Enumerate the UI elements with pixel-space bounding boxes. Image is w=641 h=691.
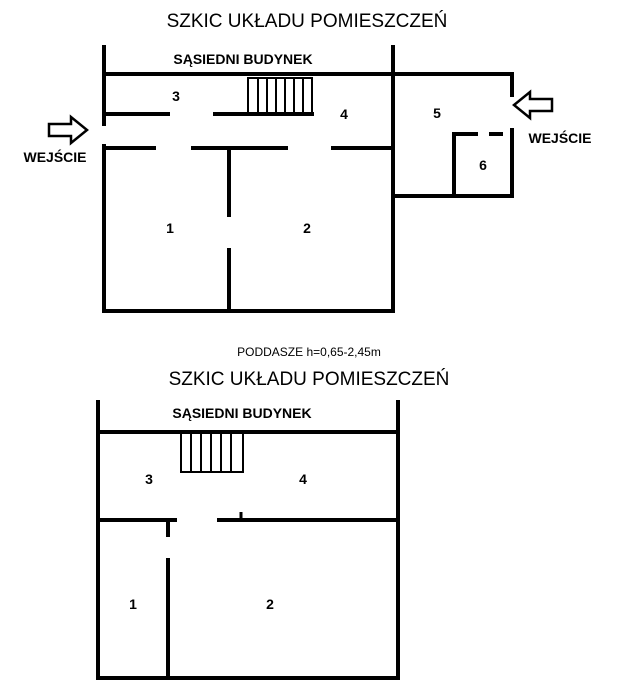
plan-2-room-number: 2: [266, 596, 274, 612]
attic-plan: PODDASZE h=0,65-2,45m SZKIC UKŁADU POMIE…: [96, 345, 450, 680]
plan-1-room-number: 6: [479, 157, 487, 173]
plan-2-subtitle: PODDASZE h=0,65-2,45m: [237, 345, 381, 359]
plan-2-room-number: 1: [129, 596, 137, 612]
plan-2-room-number: 3: [145, 471, 153, 487]
plan-1-room-number: 1: [166, 220, 174, 236]
plan-1-title: SZKIC UKŁADU POMIESZCZEŃ: [167, 11, 448, 32]
plan-1-room-number: 3: [172, 88, 180, 104]
plan-1-staircase: [247, 77, 313, 115]
plan-2-title: SZKIC UKŁADU POMIESZCZEŃ: [169, 369, 450, 390]
plan-2-room-number: 4: [299, 471, 307, 487]
entrance-arrow-right-icon: [512, 89, 554, 121]
plan-1-room-number: 4: [340, 106, 348, 122]
plan-1-entrance-right-label: WEJŚCIE: [528, 129, 591, 146]
plan-2-staircase: [180, 431, 244, 473]
entrance-arrow-left-icon: [47, 114, 89, 146]
plan-1-entrance-left-label: WEJŚCIE: [23, 148, 86, 165]
plan-2-neighbor-label: SĄSIEDNI BUDYNEK: [172, 405, 311, 421]
plan-1-room-number: 2: [303, 220, 311, 236]
plan-1-neighbor-label: SĄSIEDNI BUDYNEK: [173, 51, 312, 67]
ground-floor-plan: SZKIC UKŁADU POMIESZCZEŃ SĄSIEDNI BUDYNE…: [23, 11, 592, 313]
plan-1-room-number: 5: [433, 105, 441, 121]
